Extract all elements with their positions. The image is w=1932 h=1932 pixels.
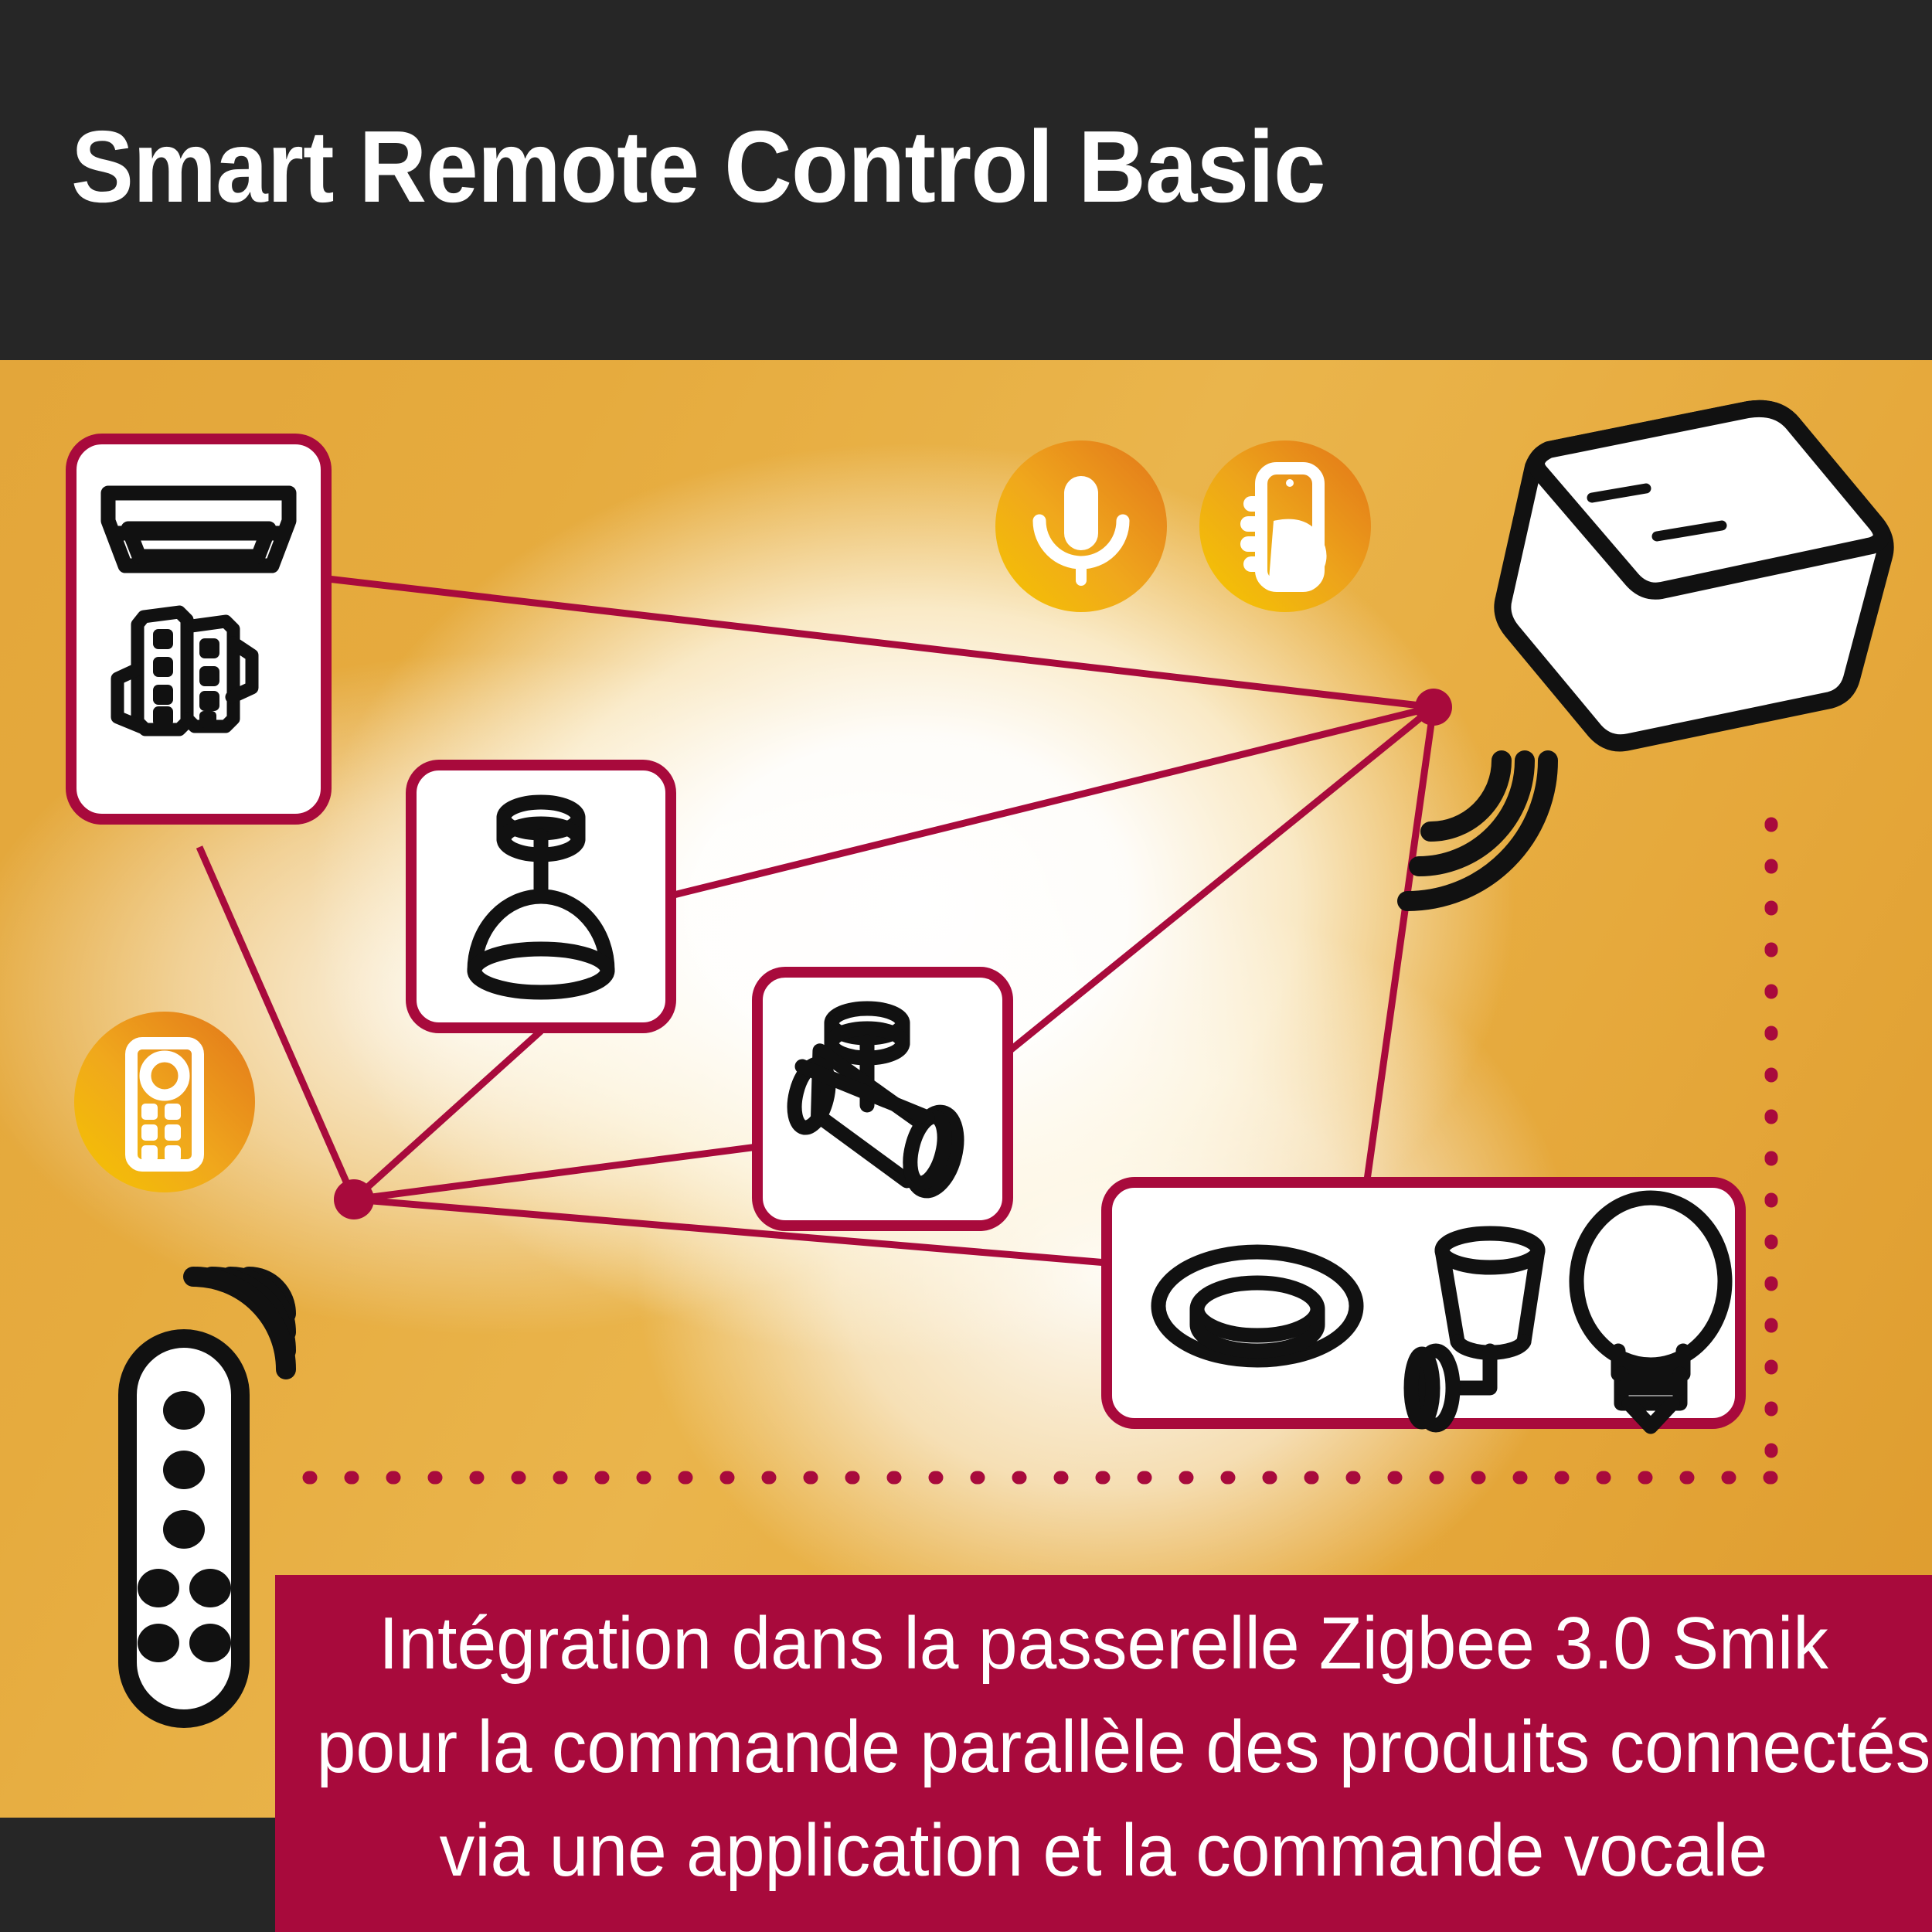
link-remote-spot xyxy=(353,1143,758,1203)
caption-line-2: pour la commande parallèle des produits … xyxy=(316,1706,1931,1788)
ceiling-spotlight-icon xyxy=(787,1001,964,1199)
diagram-stage xyxy=(0,360,1932,1932)
remote-buttons xyxy=(138,1391,231,1662)
bottom-dark-block xyxy=(0,1818,275,1932)
link-gateway-panel xyxy=(327,575,1434,711)
remote-signal-waves-icon xyxy=(183,1267,296,1379)
link-remote-panel xyxy=(196,845,358,1201)
caption-text: Intégration dans la passerelle Zigbee 3.… xyxy=(316,1592,1931,1903)
card-pendant-lamp[interactable] xyxy=(406,760,676,1033)
link-gateway-bulbs xyxy=(1362,706,1437,1186)
gateway-hub-node xyxy=(1415,689,1452,726)
page-title: Smart Remote Control Basic xyxy=(71,110,1326,223)
light-bulb-icon xyxy=(1569,1190,1733,1434)
diagram-canvas xyxy=(66,400,1894,1728)
remote-control-badge[interactable] xyxy=(74,1012,255,1192)
link-gateway-pendant xyxy=(672,703,1435,899)
zigbee-gateway-icon xyxy=(1494,400,1894,752)
link-remote-bulbs xyxy=(353,1196,1107,1267)
link-remote-pendant xyxy=(351,1028,544,1202)
card-downlight-sconce-bulb[interactable] xyxy=(1101,1177,1746,1434)
wall-sconce-icon xyxy=(1403,1226,1546,1433)
remote-icon xyxy=(125,1037,204,1172)
pendant-lamp-icon xyxy=(467,794,615,1000)
zigbee-dotted-boundary xyxy=(271,817,1778,1485)
caption-panel: Intégration dans la passerelle Zigbee 3.… xyxy=(275,1575,1932,1932)
card-spotlight[interactable] xyxy=(752,967,1013,1231)
microphone-icon xyxy=(1032,476,1130,586)
remote-hub-node xyxy=(334,1179,374,1219)
voice-control-badge[interactable] xyxy=(995,440,1167,612)
recessed-downlight-icon xyxy=(1151,1244,1364,1368)
caption-line-1: Intégration dans la passerelle Zigbee 3.… xyxy=(379,1602,1828,1685)
smart-remote-control-basic-icon xyxy=(118,1329,250,1728)
gateway-signal-waves-icon xyxy=(1397,750,1558,911)
card-panel-and-strip[interactable] xyxy=(66,434,332,825)
link-gateway-spot xyxy=(1007,704,1436,1054)
hand-phone-icon xyxy=(1240,462,1327,592)
ceiling-panel-light-icon xyxy=(100,485,297,573)
led-strip-icon xyxy=(111,605,259,736)
connection-lines xyxy=(196,575,1437,1267)
header-bar: Smart Remote Control Basic xyxy=(0,0,1932,360)
app-control-badge[interactable] xyxy=(1199,440,1371,612)
caption-line-3: via une application et la commande vocal… xyxy=(439,1809,1768,1892)
